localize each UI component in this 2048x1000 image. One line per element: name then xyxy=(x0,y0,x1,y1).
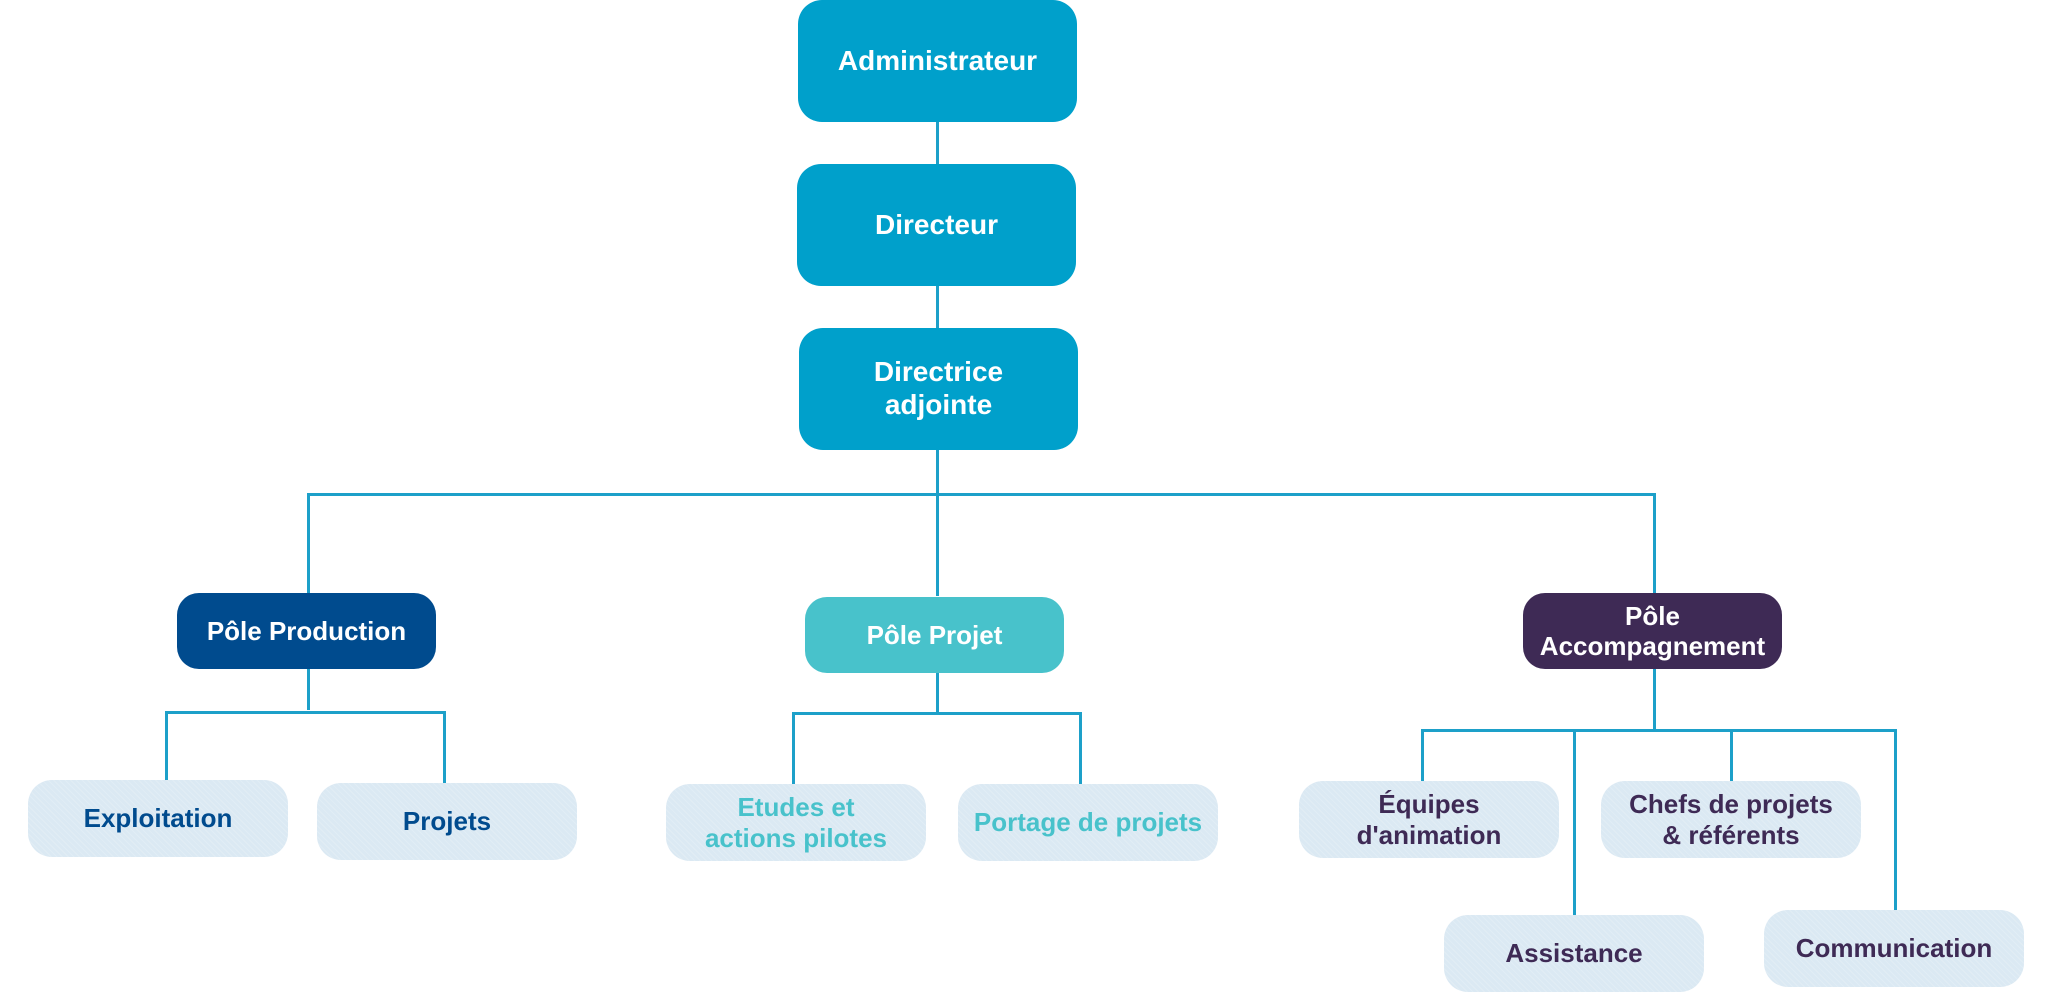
connector-directrice-down xyxy=(936,450,939,596)
node-exploitation: Exploitation xyxy=(28,780,288,857)
connector-to-assistance xyxy=(1573,729,1576,916)
node-directrice-adjointe: Directrice adjointe xyxy=(799,328,1078,450)
connector-admin-directeur xyxy=(936,122,939,166)
connector-directeur-directrice xyxy=(936,285,939,329)
node-administrateur: Administrateur xyxy=(798,0,1077,122)
connector-accompagnement-down xyxy=(1653,669,1656,729)
connector-production-down xyxy=(307,669,310,710)
connector-to-portage xyxy=(1079,712,1082,785)
connector-to-exploitation xyxy=(165,711,168,781)
node-projets: Projets xyxy=(317,783,577,860)
connector-to-chefs xyxy=(1730,729,1733,782)
connector-production-horizontal xyxy=(165,711,446,714)
connector-projet-down xyxy=(936,673,939,713)
node-pole-projet: Pôle Projet xyxy=(805,597,1064,673)
connector-to-pole-production xyxy=(307,493,310,594)
connector-to-projets xyxy=(443,711,446,783)
node-assistance: Assistance xyxy=(1444,915,1704,992)
connector-to-equipes xyxy=(1421,729,1424,782)
connector-to-pole-accompagnement xyxy=(1653,493,1656,594)
node-communication: Communication xyxy=(1764,910,2024,987)
connector-to-communication xyxy=(1894,729,1897,911)
connector-accompagnement-horizontal xyxy=(1421,729,1897,732)
connector-poles-horizontal xyxy=(307,493,1656,496)
connector-projet-horizontal xyxy=(792,712,1082,715)
node-chefs-de-projets-referents: Chefs de projets & référents xyxy=(1601,781,1861,858)
node-equipes-animation: Équipes d'animation xyxy=(1299,781,1559,858)
node-pole-accompagnement: Pôle Accompagnement xyxy=(1523,593,1782,669)
node-etudes-actions-pilotes: Etudes et actions pilotes xyxy=(666,784,926,861)
connector-to-etudes xyxy=(792,712,795,785)
node-portage-de-projets: Portage de projets xyxy=(958,784,1218,861)
node-directeur: Directeur xyxy=(797,164,1076,286)
node-pole-production: Pôle Production xyxy=(177,593,436,669)
